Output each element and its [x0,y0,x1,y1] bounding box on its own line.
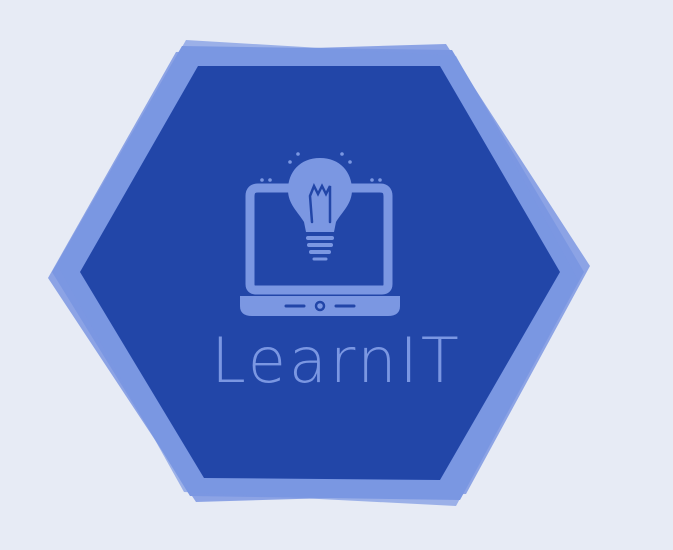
brand-wordmark: LearnIT [211,324,462,397]
hexagon-fill [80,66,560,480]
laptop-lightbulb-icon [240,152,400,316]
